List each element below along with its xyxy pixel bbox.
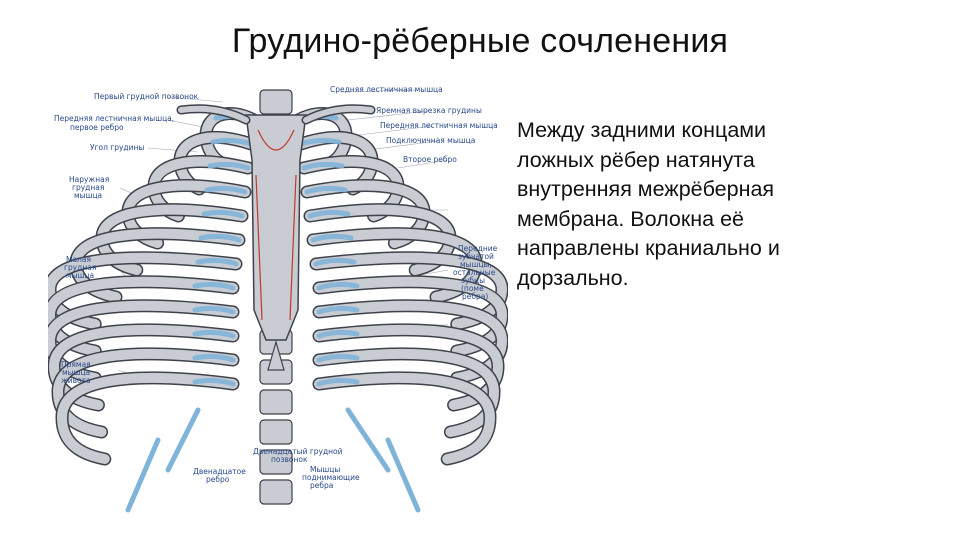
label-first-vertebra: Первый грудной позвонок	[94, 92, 199, 101]
leader-line	[397, 159, 449, 169]
label-rectus-2: мышца	[62, 368, 91, 377]
label-second-rib: Второе ребро	[403, 155, 457, 164]
vertebra	[259, 449, 293, 475]
leader-line	[167, 96, 224, 103]
label-ext-intercostal-3: мышца	[74, 191, 103, 200]
costal-cartilage	[204, 185, 248, 195]
label-levatores-1: Мышцы	[310, 465, 341, 474]
leader-line	[339, 89, 419, 93]
costal-cartilage	[301, 161, 345, 171]
costal-cartilage	[210, 137, 254, 147]
vertebra	[259, 479, 293, 505]
costal-cartilage	[310, 233, 354, 243]
leader-line	[419, 269, 449, 276]
costal-cartilage	[198, 233, 242, 243]
label-twelfth-rib-2: ребро	[206, 475, 230, 484]
costal-cartilage	[304, 185, 348, 195]
costal-cartilage	[192, 281, 236, 291]
body-paragraph: Между задними концами ложных рёбер натян…	[517, 118, 780, 290]
label-rectus-1: Прямая	[61, 360, 91, 369]
vertebra	[259, 419, 293, 445]
label-rectus-3: живота	[61, 376, 91, 385]
clavicle-right	[303, 105, 374, 123]
lower-cartilage	[385, 437, 421, 513]
costal-cartilage	[192, 353, 236, 363]
label-int-intercostal-2: грудная	[64, 263, 97, 272]
costal-cartilage	[316, 353, 360, 363]
label-subclavius: Подключичная мышца	[386, 136, 476, 145]
costal-cartilage	[195, 257, 239, 267]
label-serratus-7: ребра)	[462, 292, 489, 301]
lower-cartilage	[165, 407, 201, 473]
costal-cartilage	[316, 281, 360, 291]
clavicle-left	[178, 105, 249, 123]
label-levatores-2: поднимающие	[302, 473, 360, 482]
label-ext-intercostal-2: грудная	[72, 183, 105, 192]
label-first-rib: первое ребро	[70, 123, 124, 132]
label-sternal-angle: Угол грудины	[90, 143, 145, 152]
label-serratus-4: остальные	[453, 268, 496, 277]
label-serratus-1: Передние	[458, 244, 498, 253]
label-levatores-3: ребра	[310, 481, 334, 490]
costal-cartilage	[207, 161, 251, 171]
slide-title: Грудино-рёберные сочленения	[231, 22, 729, 60]
costal-cartilage	[298, 137, 342, 147]
label-t12-1: Двенадцатый грудной	[253, 447, 343, 456]
label-serratus-5: зубцы	[461, 276, 486, 285]
rib	[314, 372, 496, 464]
lower-cartilage	[345, 407, 391, 473]
leader-line	[347, 110, 429, 121]
costal-cartilage	[316, 377, 360, 387]
label-anterior-scalene: Передняя лестничная мышца,	[54, 114, 175, 123]
lower-cartilage	[125, 437, 161, 513]
label-serratus-2: зубчатой	[458, 252, 494, 261]
rib	[314, 348, 500, 437]
vertebra	[259, 389, 293, 415]
label-middle-scalene: Средняя лестничная мышца	[330, 85, 443, 94]
costal-cartilage	[192, 377, 236, 387]
label-t12-2: позвонок	[271, 455, 308, 464]
leader-line	[357, 125, 434, 136]
costal-cartilage	[313, 257, 357, 267]
costal-cartilage	[316, 305, 360, 315]
label-jugular-notch: Яремная вырезка грудины	[376, 106, 482, 115]
label-int-intercostal-3: мышца	[66, 271, 95, 280]
costal-cartilage	[316, 329, 360, 339]
costal-cartilage	[201, 209, 245, 219]
label-ext-intercostal-1: Наружная	[69, 175, 110, 184]
xiphoid-process	[267, 339, 285, 371]
rib	[56, 372, 238, 464]
vertebra	[259, 89, 293, 115]
rib-cage-drawing	[48, 89, 508, 513]
label-serratus-3: мышцы,	[460, 260, 492, 269]
sternum	[245, 114, 307, 341]
muscle-attachment-line	[255, 129, 297, 321]
leader-line	[367, 140, 439, 151]
label-anterior-scalene-right: Передняя лестничная мышца	[380, 121, 498, 130]
rib-cage-illustration: Первый грудной позвонок Передняя лестнич…	[48, 80, 508, 540]
costal-cartilage	[307, 209, 351, 219]
costal-cartilage	[192, 329, 236, 339]
costal-cartilage	[192, 305, 236, 315]
label-int-intercostal-1: Малая	[66, 255, 91, 264]
label-twelfth-rib-1: Двенадцатое	[193, 467, 246, 476]
rib	[52, 348, 238, 437]
label-serratus-6: (поме	[461, 284, 484, 293]
